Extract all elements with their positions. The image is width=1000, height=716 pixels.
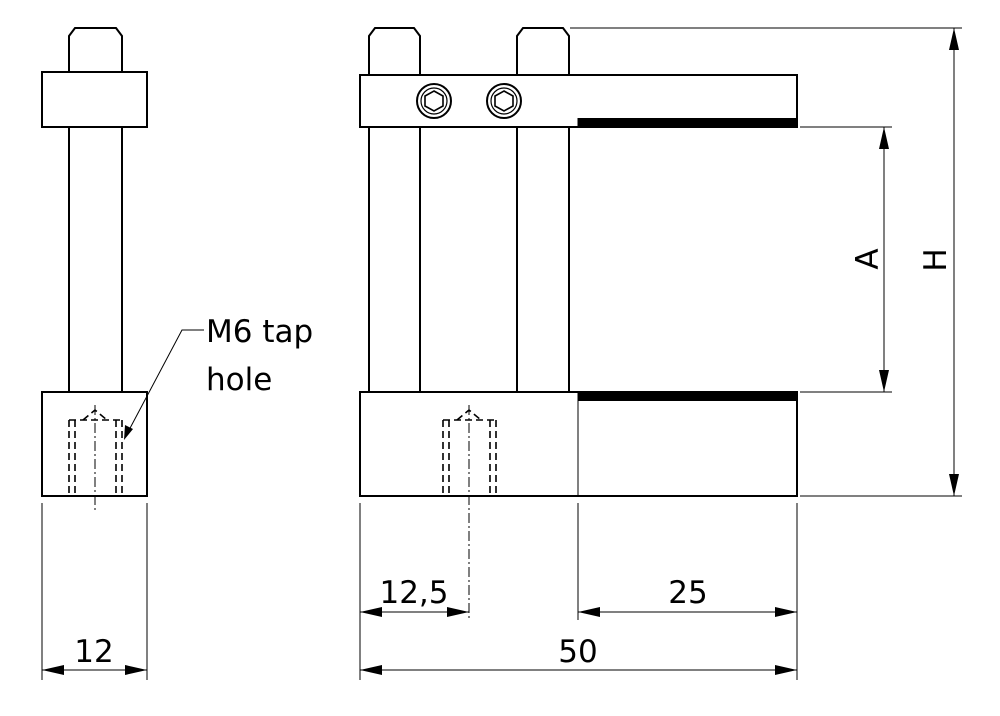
dimension-12: 12 bbox=[41, 503, 148, 680]
dimension-12-5: 12,5 bbox=[359, 503, 469, 680]
dimension-50-label: 50 bbox=[558, 634, 597, 670]
jaw-strip-bottom bbox=[578, 392, 797, 401]
jaw-strip-top bbox=[578, 118, 797, 127]
socket-screw-right-icon bbox=[486, 83, 522, 119]
dimension-25: 25 bbox=[577, 503, 798, 680]
socket-screw-left-icon bbox=[416, 83, 452, 119]
dimension-H-label: H bbox=[918, 248, 954, 271]
tap-hole-leader-arrow bbox=[124, 425, 133, 440]
side-pin-top bbox=[68, 27, 123, 73]
dimension-25-label: 25 bbox=[668, 575, 707, 611]
dimension-12-5-label: 12,5 bbox=[379, 575, 448, 611]
tap-hole-label-line1: M6 tap bbox=[206, 314, 313, 350]
dimension-H: H bbox=[570, 27, 962, 497]
side-top-block bbox=[41, 71, 148, 128]
dimension-12-label: 12 bbox=[74, 634, 113, 670]
side-view: M6 tap hole 12 bbox=[41, 27, 313, 680]
side-tap-hole-hidden bbox=[68, 408, 123, 496]
front-view: 12,5 25 50 A bbox=[359, 27, 962, 680]
side-pin-shaft bbox=[68, 126, 123, 393]
front-pin-left bbox=[368, 126, 421, 393]
dimension-50: 50 bbox=[360, 634, 797, 675]
front-pin-top-right bbox=[516, 27, 570, 76]
dimension-A: A bbox=[800, 126, 892, 393]
tap-hole-label-line2: hole bbox=[206, 362, 272, 398]
front-pin-top-left bbox=[368, 27, 421, 76]
tap-hole-leader bbox=[127, 329, 204, 433]
dimension-A-label: A bbox=[850, 248, 886, 269]
front-pin-right bbox=[516, 126, 570, 393]
